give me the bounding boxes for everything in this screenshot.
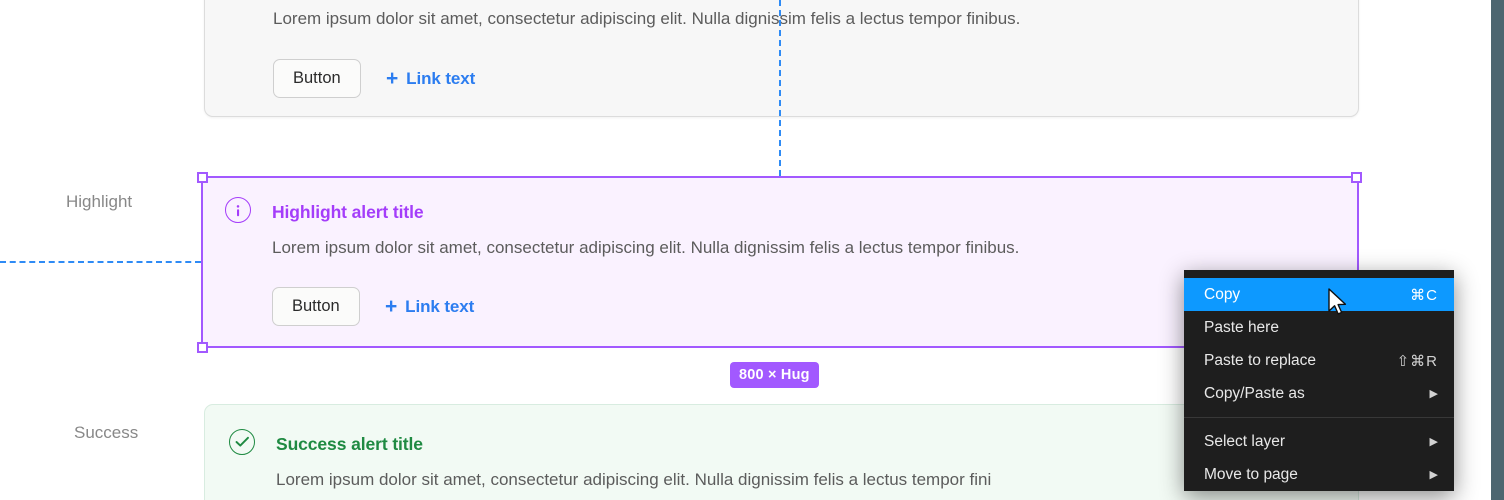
alert-title: Success alert title [276,434,423,454]
alert-link[interactable]: + Link text [385,296,474,317]
context-menu-item-label: Paste here [1204,318,1279,336]
alert-link-label: Link text [405,296,475,316]
selection-size-badge: 800 × Hug [730,362,819,388]
alert-link[interactable]: + Link text [386,68,475,89]
resize-handle-top-right[interactable] [1351,172,1362,183]
alert-card-default[interactable]: Lorem ipsum dolor sit amet, consectetur … [204,0,1359,117]
context-menu-item-copy[interactable]: Copy ⌘C [1184,278,1454,311]
context-menu-item-label: Copy [1204,285,1241,303]
context-menu-separator [1184,417,1454,418]
check-circle-icon [229,429,255,455]
alert-body-text: Lorem ipsum dolor sit amet, consectetur … [272,238,1020,257]
submenu-arrow-icon: ▶ [1429,436,1438,448]
context-menu-item-paste-to-replace[interactable]: Paste to replace ⇧⌘R [1184,344,1454,377]
right-edge-strip [1491,0,1504,500]
plus-icon: + [386,67,399,90]
alert-body-text: Lorem ipsum dolor sit amet, consectetur … [276,470,992,489]
context-menu-item-copy-paste-as[interactable]: Copy/Paste as ▶ [1184,377,1454,410]
context-menu-item-select-layer[interactable]: Select layer ▶ [1184,425,1454,458]
context-menu-item-label: Move to page [1204,465,1298,483]
context-menu-item-label: Copy/Paste as [1204,384,1305,402]
info-circle-icon [225,197,251,223]
alert-title: Highlight alert title [272,202,424,222]
mouse-cursor [1328,288,1347,315]
context-menu[interactable]: Copy ⌘C Paste here Paste to replace ⇧⌘R … [1184,270,1454,491]
submenu-arrow-icon: ▶ [1429,388,1438,400]
alert-success-content: Success alert title Lorem ipsum dolor si… [205,405,1358,500]
alert-body-text: Lorem ipsum dolor sit amet, consectetur … [273,9,1021,28]
context-menu-item-move-to-page[interactable]: Move to page ▶ [1184,458,1454,491]
resize-handle-bottom-left[interactable] [197,342,208,353]
context-menu-item-paste-here[interactable]: Paste here [1184,311,1454,344]
alignment-guide-horizontal [0,261,201,263]
alert-button[interactable]: Button [273,59,361,98]
context-menu-item-shortcut: ⇧⌘R [1396,352,1438,370]
context-menu-item-label: Paste to replace [1204,351,1317,369]
plus-icon: + [385,295,398,318]
alert-card-highlight[interactable]: Highlight alert title Lorem ipsum dolor … [201,176,1359,348]
context-menu-item-shortcut: ⌘C [1410,286,1438,304]
row-label-success: Success [74,423,139,442]
submenu-arrow-icon: ▶ [1429,469,1438,481]
resize-handle-top-left[interactable] [197,172,208,183]
alert-card-success[interactable]: Success alert title Lorem ipsum dolor si… [204,404,1359,500]
alert-highlight-content: Highlight alert title Lorem ipsum dolor … [201,176,1359,348]
alert-button[interactable]: Button [272,287,360,326]
row-label-highlight: Highlight [66,192,133,211]
alert-default-content: Lorem ipsum dolor sit amet, consectetur … [205,0,1358,116]
alignment-guide-vertical [779,0,781,176]
alert-link-label: Link text [406,68,476,88]
context-menu-item-label: Select layer [1204,432,1285,450]
